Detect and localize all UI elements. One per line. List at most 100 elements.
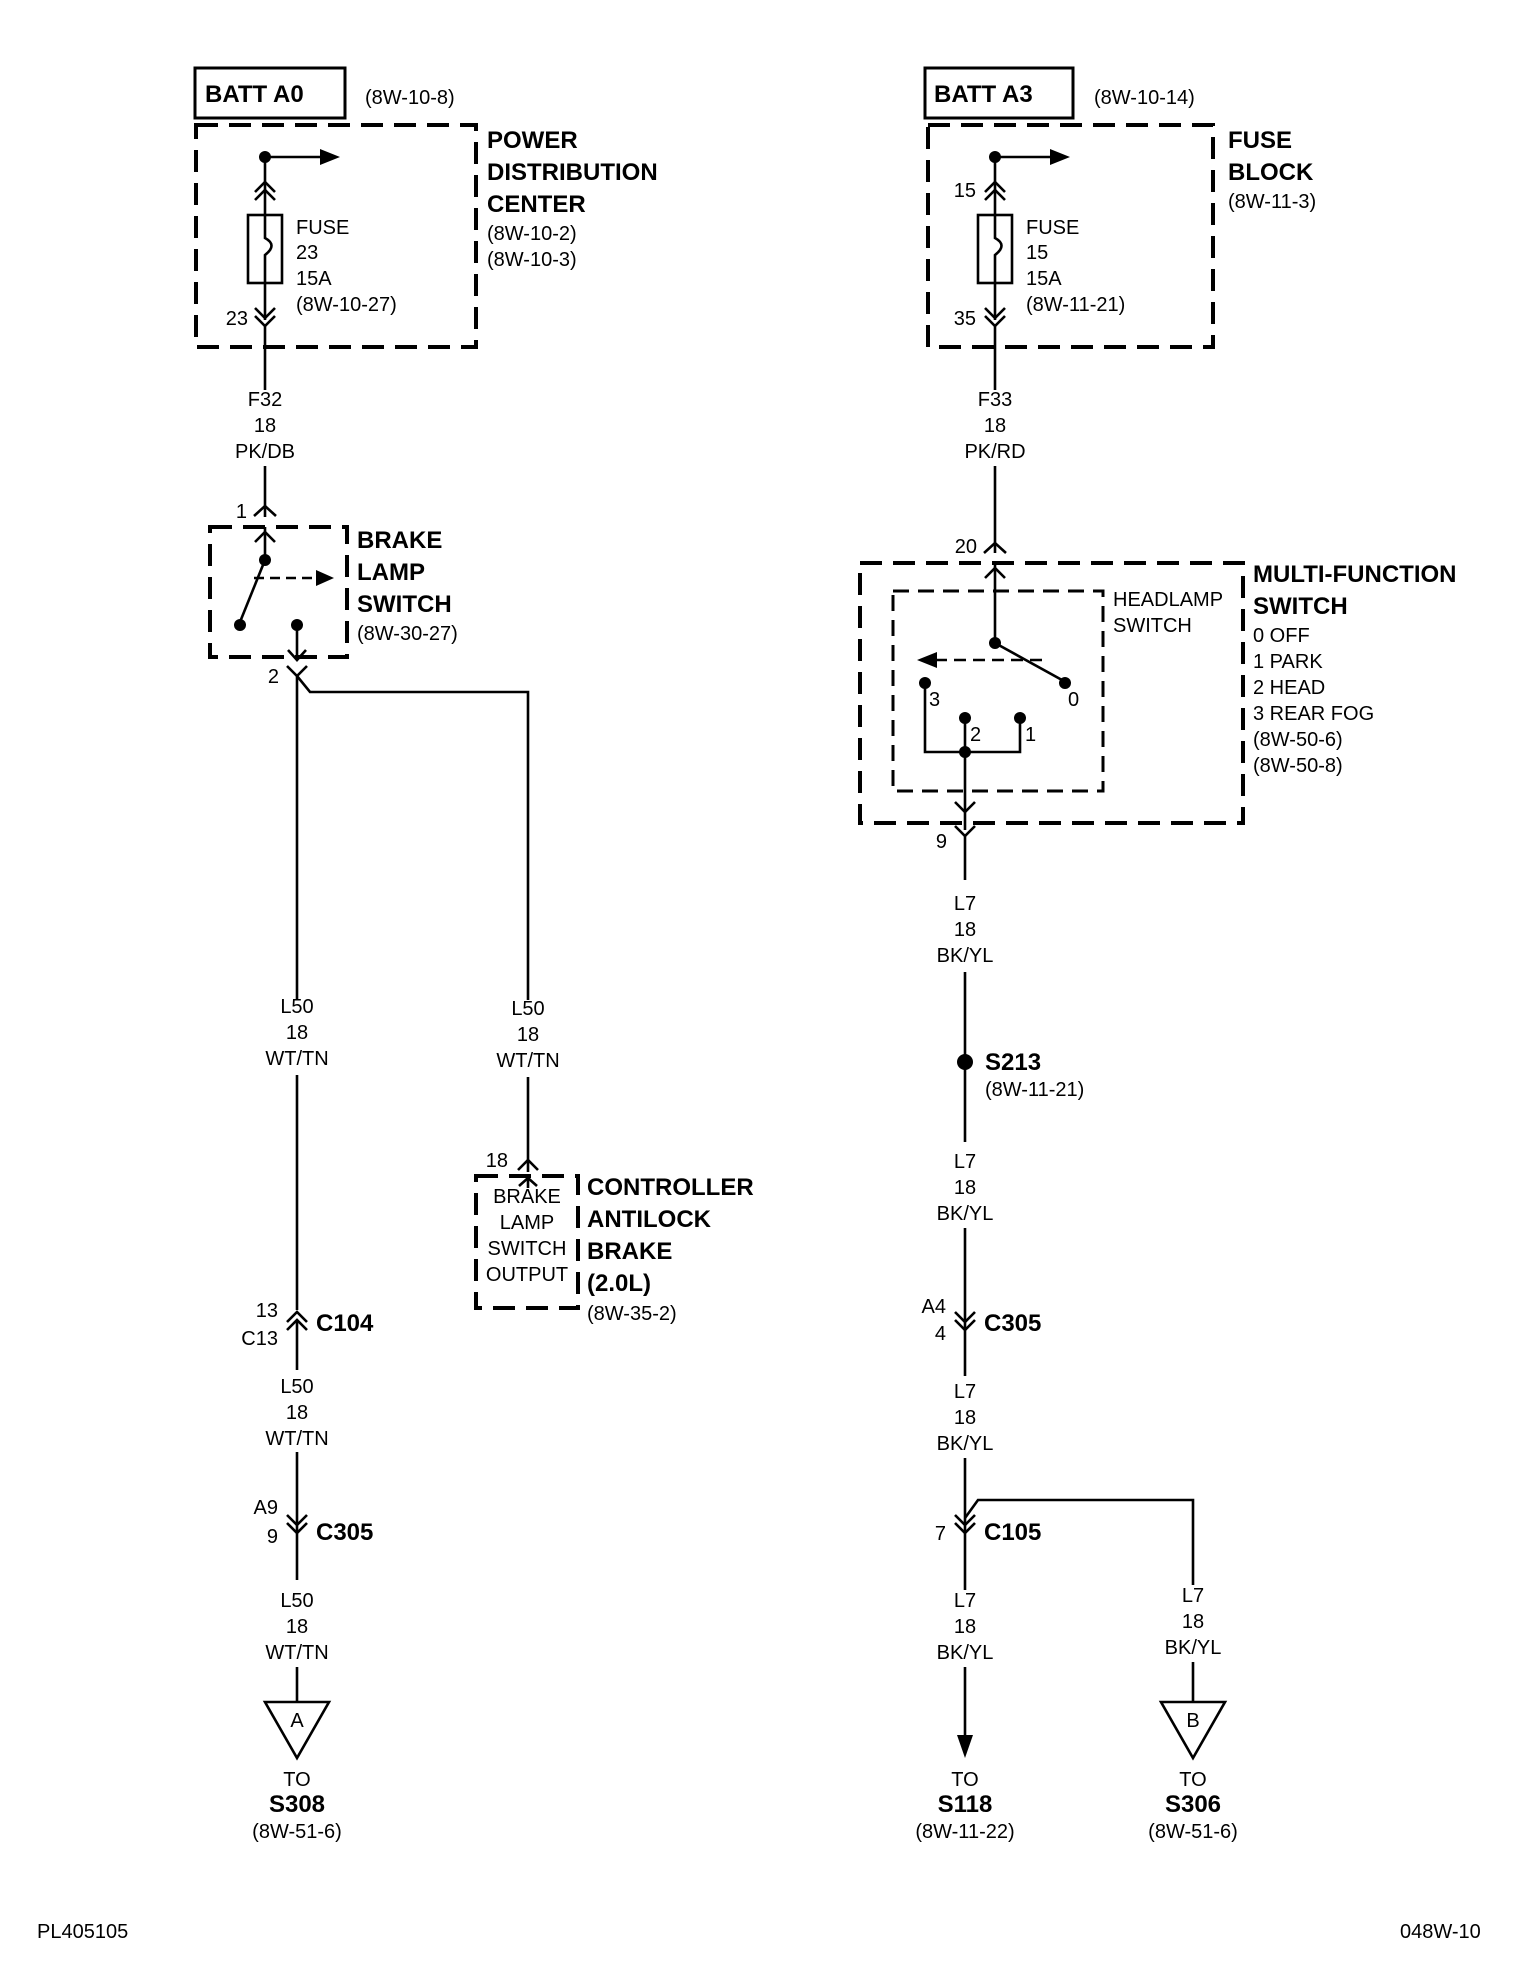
c305-left-label: C305 [316, 1519, 373, 1546]
wire-l7-c-id: L7 [954, 1381, 976, 1403]
wire-l50-a-color: WT/TN [265, 1048, 328, 1070]
c105-label: C105 [984, 1519, 1041, 1546]
mfs-position-1: 1 PARK [1253, 651, 1323, 673]
fuse-block-title-2: BLOCK [1228, 159, 1314, 186]
controller-box-line-2: LAMP [500, 1212, 554, 1234]
pdc-bus-arrow [320, 149, 340, 165]
terminal-a-triangle [262, 1700, 332, 1761]
wire-f33-color: PK/RD [964, 441, 1025, 463]
wire-l7-e-color: BK/YL [1165, 1637, 1222, 1659]
mfs-pin-9: 9 [936, 831, 947, 853]
wire-l7-b-id: L7 [954, 1151, 976, 1173]
brake-switch-title-3: SWITCH [357, 591, 452, 618]
pdc-title-3: CENTER [487, 191, 586, 218]
brake-switch-action-arrow [316, 570, 334, 586]
mfs-position-3: 3 REAR FOG [1253, 703, 1374, 725]
terminal-a-ref: (8W-51-6) [252, 1821, 342, 1843]
controller-title-1: CONTROLLER [587, 1174, 754, 1201]
fuse-23-pin: 23 [226, 308, 248, 330]
mfs-title-2: SWITCH [1253, 593, 1348, 620]
s118-ref: (8W-11-22) [915, 1821, 1014, 1843]
controller-title-2: ANTILOCK [587, 1206, 712, 1233]
splice-s213-label: S213 [985, 1049, 1041, 1076]
pdc-ref-2: (8W-10-3) [487, 249, 577, 271]
brake-lamp-switch-box [208, 525, 349, 659]
brake-switch-ref: (8W-30-27) [357, 623, 458, 645]
s306-to: TO [1179, 1769, 1206, 1791]
wire-f32-gauge: 18 [254, 415, 276, 437]
mfs-pin-20: 20 [955, 536, 977, 558]
fuse-23-number: 23 [296, 242, 318, 264]
wire-l7-d-color: BK/YL [937, 1642, 994, 1664]
c105-pin-7: 7 [935, 1523, 946, 1545]
sw-contact-2: 2 [970, 724, 981, 746]
brake-switch-pin-2: 2 [268, 666, 279, 688]
s118-arrow [957, 1735, 973, 1758]
batt-a3-ref: (8W-10-14) [1094, 87, 1195, 109]
footer-left-code: PL405105 [37, 1921, 128, 1943]
brake-switch-title-2: LAMP [357, 559, 425, 586]
s118-to: TO [951, 1769, 978, 1791]
controller-box-line-3: SWITCH [488, 1238, 567, 1260]
c104-label: C104 [316, 1310, 374, 1337]
wire-l7-c-gauge: 18 [954, 1407, 976, 1429]
wire-l50-d-id: L50 [280, 1590, 313, 1612]
sw-contact-1: 1 [1025, 724, 1036, 746]
fuse-15-label: FUSE [1026, 217, 1079, 239]
wire-l7-b-color: BK/YL [937, 1203, 994, 1225]
fuse-block-bus-arrow [1050, 149, 1070, 165]
multi-function-switch-box [858, 561, 1245, 825]
batt-a0-label: BATT A0 [205, 81, 304, 108]
wire-f32-color: PK/DB [235, 441, 295, 463]
fuse-15-top-pin: 15 [954, 180, 976, 202]
wire-l7-e-id: L7 [1182, 1585, 1204, 1607]
footer-right-code: 048W-10 [1400, 1921, 1481, 1943]
s306-dest: S306 [1165, 1791, 1221, 1818]
wire-l50-d-color: WT/TN [265, 1642, 328, 1664]
power-distribution-center-box [194, 123, 478, 349]
sw-contact-0: 0 [1068, 689, 1079, 711]
headlamp-switch-label-2: SWITCH [1113, 615, 1192, 637]
wire-l7-c-color: BK/YL [937, 1433, 994, 1455]
wire-l7-a-id: L7 [954, 893, 976, 915]
c305-right-pin-bottom: 4 [935, 1323, 946, 1345]
batt-a0-box [193, 66, 347, 120]
wire-f32-id: F32 [248, 389, 282, 411]
wire-l7-d-id: L7 [954, 1590, 976, 1612]
terminal-a-dest: S308 [269, 1791, 325, 1818]
c305-left-pin-top: A9 [254, 1497, 278, 1519]
terminal-a-letter: A [290, 1710, 304, 1732]
fuse-block-title-1: FUSE [1228, 127, 1292, 154]
wire-l50-c-gauge: 18 [286, 1402, 308, 1424]
batt-a3-label: BATT A3 [934, 81, 1033, 108]
wire-l50-b-gauge: 18 [517, 1024, 539, 1046]
splice-s213-dot [957, 1054, 973, 1070]
fuse-block-box [926, 123, 1215, 349]
wire-l7-a-gauge: 18 [954, 919, 976, 941]
fuse-block-ref: (8W-11-3) [1228, 191, 1316, 213]
c305-right-pin-top: A4 [922, 1296, 946, 1318]
wire-l50-a-gauge: 18 [286, 1022, 308, 1044]
mfs-title-1: MULTI-FUNCTION [1253, 561, 1457, 588]
wire-l50-d-gauge: 18 [286, 1616, 308, 1638]
wire-f33-gauge: 18 [984, 415, 1006, 437]
wire-l50-a-id: L50 [280, 996, 313, 1018]
controller-pin-18: 18 [486, 1150, 508, 1172]
right-circuit: BATT A3 (8W-10-14) FUSE BLOCK (8W-11-3) … [858, 66, 1457, 1843]
wire-l50-b-color: WT/TN [496, 1050, 559, 1072]
batt-a3-box [923, 66, 1075, 120]
terminal-b-letter: B [1186, 1710, 1199, 1732]
c305-left-pin-bottom: 9 [267, 1526, 278, 1548]
c305-right-label: C305 [984, 1310, 1041, 1337]
wire-l50-c-color: WT/TN [265, 1428, 328, 1450]
sw-contact-3: 3 [929, 689, 940, 711]
s118-dest: S118 [938, 1791, 993, 1818]
wire-l7-b-gauge: 18 [954, 1177, 976, 1199]
wire-l50-b-id: L50 [511, 998, 544, 1020]
wire-f33-id: F33 [978, 389, 1012, 411]
fuse-23-ref: (8W-10-27) [296, 294, 397, 316]
fuse-15-ref: (8W-11-21) [1026, 294, 1125, 316]
fuse-15-pin: 35 [954, 308, 976, 330]
terminal-a-to: TO [283, 1769, 310, 1791]
